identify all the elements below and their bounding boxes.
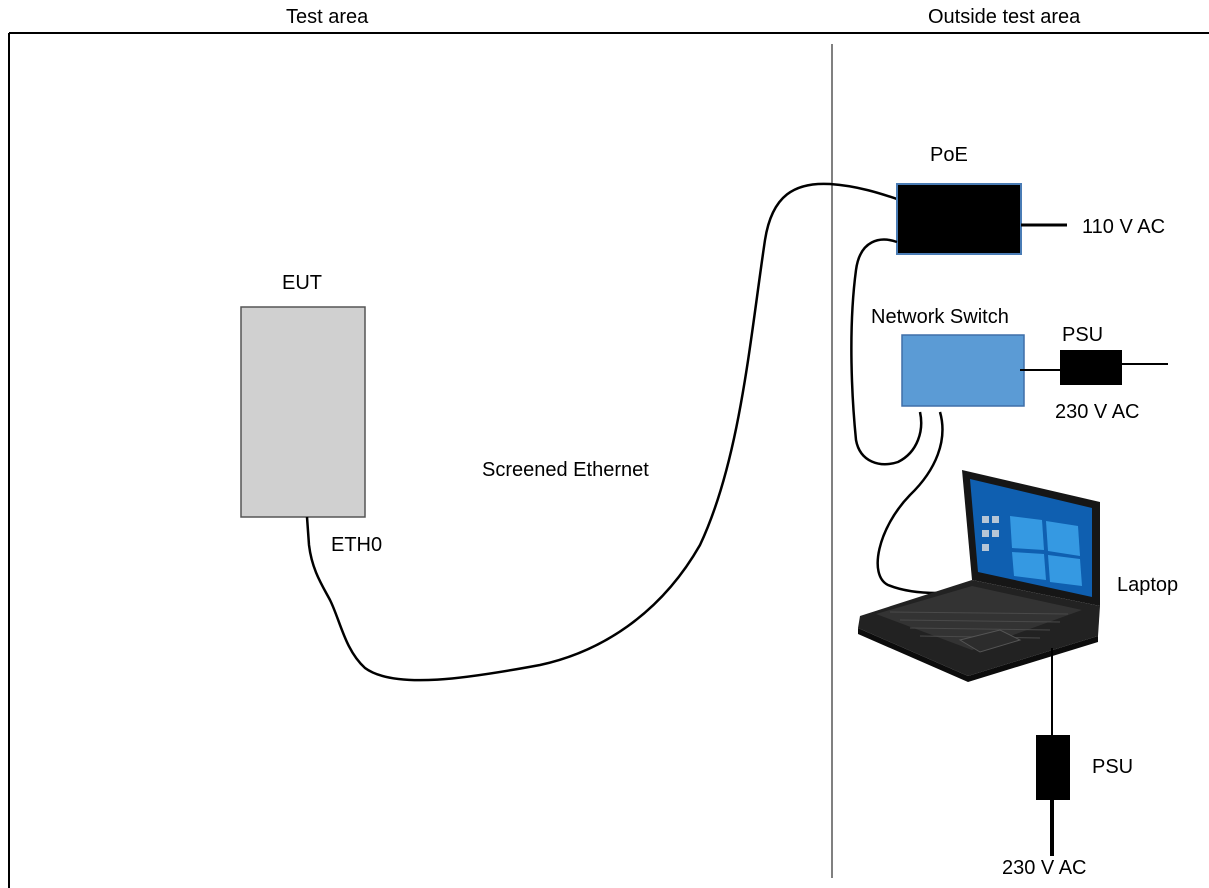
laptop-psu-label: PSU xyxy=(1092,756,1134,778)
eut-box xyxy=(240,306,366,518)
switch-psu-label: PSU xyxy=(1062,324,1104,346)
switch-psu-voltage-label: 230 V AC xyxy=(1055,401,1140,423)
test-area-label: Test area xyxy=(286,6,369,28)
switch-psu-box xyxy=(1060,350,1122,385)
laptop-psu-voltage-label: 230 V AC xyxy=(1002,857,1087,879)
laptop-illustration xyxy=(858,470,1100,682)
network-switch-box xyxy=(901,334,1025,407)
network-switch-label: Network Switch xyxy=(871,306,1009,328)
outside-test-area-label: Outside test area xyxy=(928,6,1081,28)
eut-label: EUT xyxy=(282,272,322,294)
laptop-psu-box xyxy=(1036,735,1070,800)
laptop-label: Laptop xyxy=(1117,574,1179,596)
poe-label: PoE xyxy=(930,144,968,166)
screened-ethernet-cable xyxy=(305,182,901,682)
poe-mains-voltage-label: 110 V AC xyxy=(1082,216,1166,238)
poe-box xyxy=(896,183,1022,255)
switch-to-laptop-cable xyxy=(876,411,944,595)
screened-ethernet-label: Screened Ethernet xyxy=(482,459,649,481)
poe-to-switch-cable xyxy=(850,238,923,466)
eth0-port-label: ETH0 xyxy=(331,534,383,556)
